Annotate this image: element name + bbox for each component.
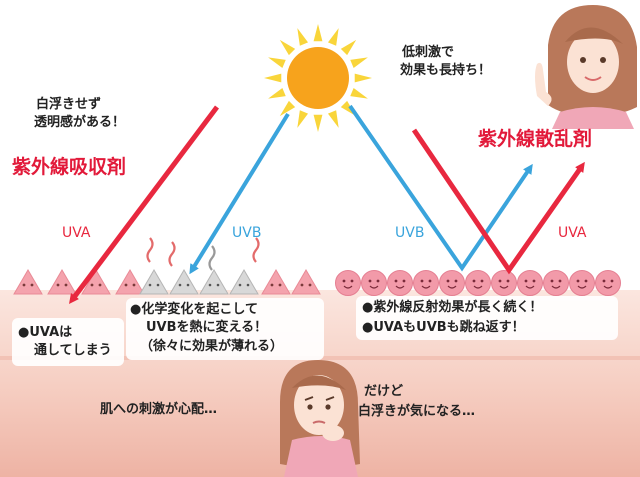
uva-ray-left: [68, 105, 219, 304]
smiley-particle-icon: [335, 270, 361, 296]
heated-particle-icon: [169, 269, 199, 295]
smiley-particle-icon: [13, 269, 43, 295]
sun-ray: [327, 110, 339, 128]
chemical-change-box: ●化学変化を起こして UVBを熱に変える！ （徐々に効果が薄れる）: [126, 298, 324, 360]
uva-pass-box: ●UVAは 通してしまう: [12, 318, 124, 366]
smiley-particle-icon: [361, 270, 387, 296]
reflection-line2: ●UVAもUVBも跳ね返す！: [362, 320, 525, 335]
uva-pass-line1: ●UVAは: [18, 325, 73, 340]
smiley-particle-icon: [291, 269, 321, 295]
left-note-line2: 透明感がある！: [34, 115, 126, 130]
smiley-particle-icon: [81, 269, 111, 295]
sun-icon: [264, 24, 372, 132]
chemical-line2: UVBを熱に変える！: [146, 320, 268, 335]
smiley-particle-icon: [261, 269, 291, 295]
uva-pass-line2: 通してしまう: [34, 343, 112, 358]
uvb-ray-left: [189, 112, 290, 275]
right-uva-label: UVA: [558, 225, 587, 241]
heated-particles: [139, 269, 259, 295]
reflection-box: ●紫外線反射効果が長く続く！ ●UVAもUVBも跳ね返す！: [356, 296, 618, 340]
uva-ray-right: [411, 128, 585, 275]
whitecast-line2: 白浮きが気になる…: [358, 404, 476, 419]
right-uvb-label: UVB: [395, 225, 425, 241]
heated-particle-icon: [199, 269, 229, 295]
sun-ray: [264, 73, 282, 83]
sun-ray: [268, 57, 286, 69]
left-uvb-label: UVB: [232, 225, 262, 241]
absorber-particles: [13, 269, 321, 295]
scatterer-title: 紫外線散乱剤: [478, 128, 593, 150]
uvb-ray-right: [348, 104, 533, 272]
smiley-particle-icon: [413, 270, 439, 296]
heated-particle-icon: [229, 269, 259, 295]
heated-particle-icon: [139, 269, 169, 295]
irritation-worry: 肌への刺激が心配…: [100, 402, 218, 417]
sun-ray: [350, 57, 368, 69]
chemical-line3: （徐々に効果が薄れる）: [140, 339, 284, 354]
smiley-particle-icon: [115, 269, 145, 295]
smiley-particle-icon: [47, 269, 77, 295]
woman-pointing-icon: [535, 5, 637, 129]
heat-wave-icon: [146, 237, 260, 271]
sun-ray: [268, 87, 286, 99]
smiley-particle-icon: [595, 270, 621, 296]
right-note-line2: 効果も長持ち！: [400, 63, 492, 78]
left-uva-label: UVA: [62, 225, 91, 241]
smiley-particle-icon: [465, 270, 491, 296]
smiley-particle-icon: [517, 270, 543, 296]
woman-worried-icon: [280, 360, 360, 477]
sun-ray: [297, 28, 309, 46]
sun-ray: [313, 114, 323, 132]
sun-ray: [279, 100, 296, 117]
sun-ray: [279, 39, 296, 56]
sun-ray: [354, 73, 372, 83]
reflection-line1: ●紫外線反射効果が長く続く！: [362, 300, 543, 315]
chemical-line1: ●化学変化を起こして: [130, 302, 258, 317]
smiley-particle-icon: [543, 270, 569, 296]
sun-ray: [313, 24, 323, 42]
sun-ray: [297, 110, 309, 128]
smiley-particle-icon: [439, 270, 465, 296]
left-note-line1: 白浮きせず: [36, 97, 102, 112]
scatterer-particles: [335, 270, 621, 296]
smiley-particle-icon: [569, 270, 595, 296]
absorber-title: 紫外線吸収剤: [12, 156, 127, 178]
whitecast-line1: だけど: [364, 384, 404, 399]
smiley-particle-icon: [491, 270, 517, 296]
sun-ray: [340, 39, 357, 56]
sun-ray: [350, 87, 368, 99]
sun-ray: [327, 28, 339, 46]
right-note-line1: 低刺激で: [402, 45, 455, 60]
smiley-particle-icon: [387, 270, 413, 296]
